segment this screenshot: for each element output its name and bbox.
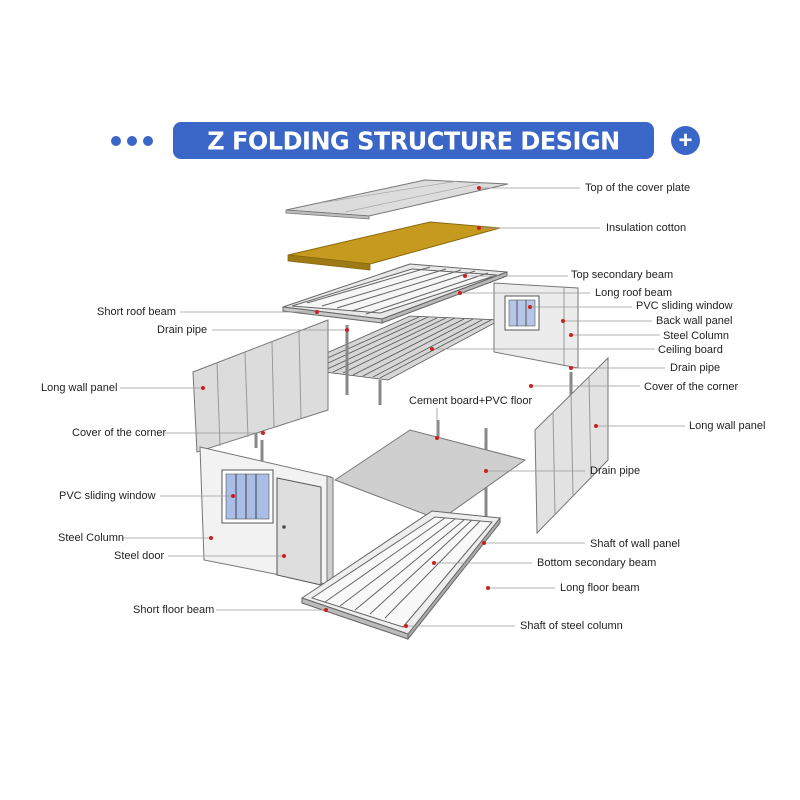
label-shaft-steel-column: Shaft of steel column bbox=[520, 620, 623, 632]
label-ceiling-board: Ceiling board bbox=[658, 344, 723, 356]
right-long-wall-panel bbox=[534, 356, 609, 535]
marker-dots bbox=[201, 186, 598, 628]
label-steel-column-left: Steel Column bbox=[58, 532, 125, 544]
label-steel-door: Steel door bbox=[114, 550, 165, 562]
title-banner: Z FOLDING STRUCTURE DESIGN bbox=[173, 122, 654, 159]
label-cement-board: Cement board+PVC floor bbox=[409, 395, 533, 407]
front-wall bbox=[199, 446, 334, 587]
more-dots-icon[interactable] bbox=[111, 135, 153, 147]
roof-frame bbox=[282, 263, 508, 324]
cement-floor bbox=[333, 429, 527, 521]
label-top-cover-plate: Top of the cover plate bbox=[585, 182, 691, 194]
left-long-wall-panel bbox=[192, 319, 329, 453]
label-long-roof-beam: Long roof beam bbox=[595, 287, 673, 299]
label-shaft-wall-panel: Shaft of wall panel bbox=[590, 538, 680, 550]
label-bottom-secondary-beam: Bottom secondary beam bbox=[537, 557, 657, 569]
plus-icon[interactable]: + bbox=[671, 126, 700, 155]
label-drain-pipe-right-top: Drain pipe bbox=[670, 362, 721, 374]
insulation-cotton bbox=[287, 221, 501, 271]
label-top-secondary-beam: Top secondary beam bbox=[571, 269, 674, 281]
label-long-floor-beam: Long floor beam bbox=[560, 582, 640, 594]
label-pvc-window-left: PVC sliding window bbox=[59, 490, 156, 502]
floor-frame bbox=[300, 510, 501, 641]
label-drain-pipe-left: Drain pipe bbox=[157, 324, 208, 336]
label-insulation-cotton: Insulation cotton bbox=[606, 222, 687, 234]
page-title: Z FOLDING STRUCTURE DESIGN bbox=[207, 125, 620, 156]
back-wall-panel bbox=[493, 282, 579, 369]
label-pvc-window-right: PVC sliding window bbox=[636, 300, 733, 312]
label-steel-column-right: Steel Column bbox=[663, 330, 730, 342]
leader-lines bbox=[120, 187, 685, 627]
label-long-wall-panel-right: Long wall panel bbox=[689, 420, 766, 432]
label-drain-pipe-right-mid: Drain pipe bbox=[590, 465, 641, 477]
label-back-wall-panel: Back wall panel bbox=[656, 315, 733, 327]
label-long-wall-panel-left: Long wall panel bbox=[41, 382, 118, 394]
label-cover-corner-right: Cover of the corner bbox=[644, 381, 739, 393]
label-cover-corner-left: Cover of the corner bbox=[72, 427, 167, 439]
label-short-floor-beam: Short floor beam bbox=[133, 604, 215, 616]
top-cover-plate bbox=[285, 179, 509, 220]
label-short-roof-beam: Short roof beam bbox=[97, 306, 176, 318]
